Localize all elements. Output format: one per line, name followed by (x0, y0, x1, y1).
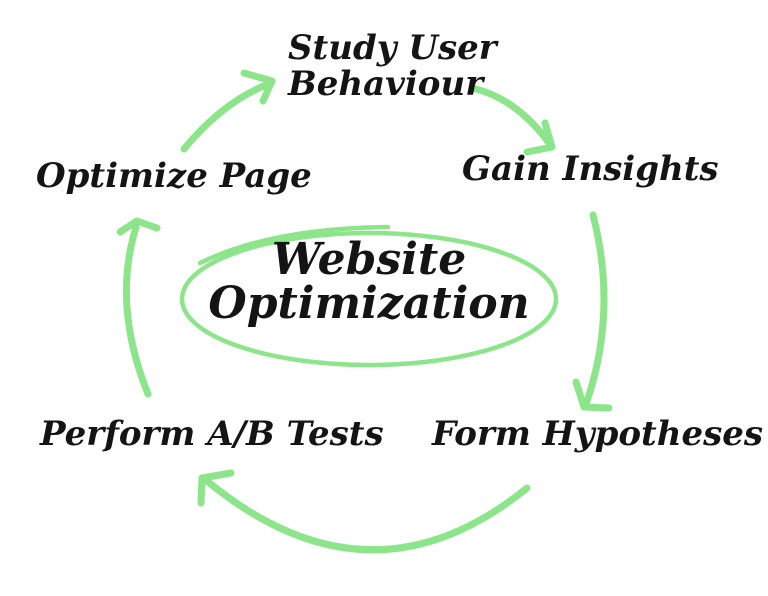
arrowhead-optimize-to-study-icon (240, 69, 276, 105)
arrowhead-perform-to-optimize-icon (116, 217, 161, 236)
step-gain-insights: Gain Insights (462, 149, 719, 189)
step-optimize-page: Optimize Page (36, 156, 312, 196)
step-perform-ab-tests: Perform A/B Tests (40, 414, 384, 454)
center-ellipse-overlap-stroke (197, 224, 391, 266)
arrowhead-form-to-perform-icon (197, 469, 235, 507)
step-study-user-behaviour: Study User Behaviour (288, 28, 497, 105)
arrow-study-to-gain (468, 84, 553, 147)
arrowhead-gain-to-form-icon (572, 378, 613, 412)
arrow-optimize-to-study (180, 81, 270, 153)
step-form-hypotheses: Form Hypotheses (432, 414, 763, 454)
arrowhead-study-to-gain-icon (523, 119, 556, 156)
arrow-gain-to-form (582, 211, 608, 408)
center-ellipse (179, 230, 559, 368)
diagram-title: Website Optimization (208, 234, 530, 329)
arrow-form-to-perform (203, 477, 531, 554)
arrow-perform-to-optimize (122, 223, 152, 398)
